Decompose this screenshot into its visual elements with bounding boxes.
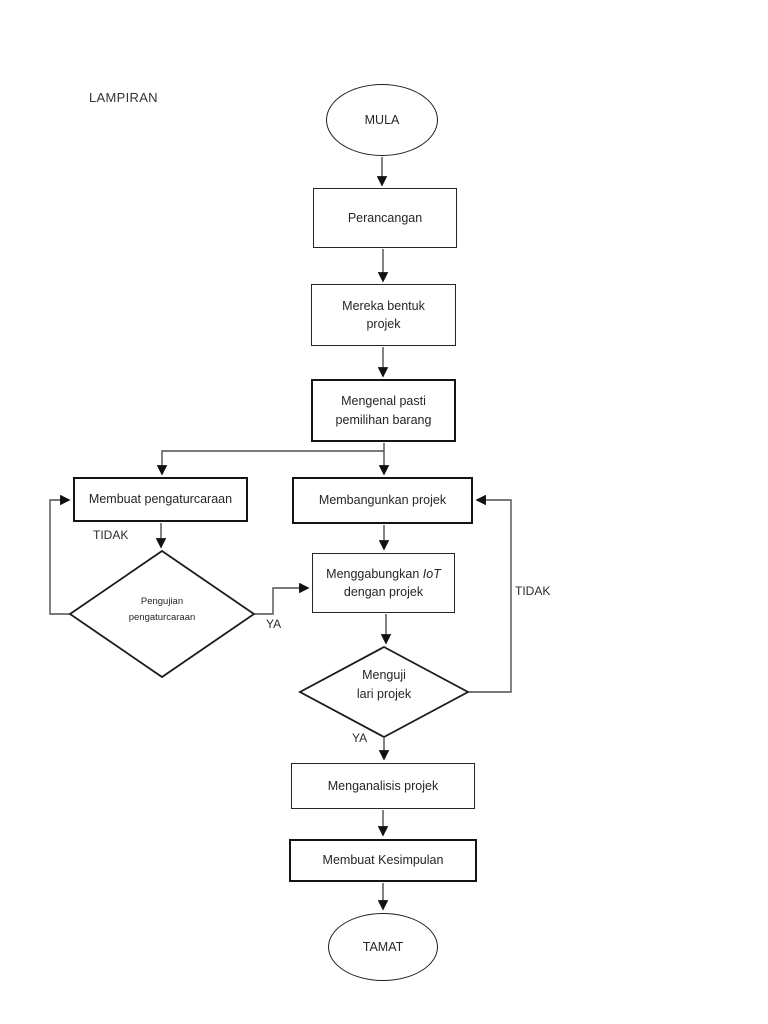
node-planning-label: Perancangan	[347, 210, 423, 225]
node-develop-label: Membangunkan projek	[318, 493, 447, 508]
decision-test-programming-label: Pengujian pengaturcaraan	[102, 594, 222, 626]
node-design-label-line2: projek	[366, 317, 401, 331]
node-identify: Mengenal pasti pemilihan barang	[311, 379, 456, 442]
decision-test-programming-line2: pengaturcaraan	[128, 612, 196, 624]
decision-test-programming-shape	[68, 549, 256, 679]
edge-label-programming-no: TIDAK	[93, 528, 129, 542]
node-programming: Membuat pengaturcaraan	[73, 477, 248, 522]
node-start-label: MULA	[364, 112, 400, 127]
node-develop: Membangunkan projek	[292, 477, 473, 524]
node-integrate-label-line2: dengan projek	[343, 585, 424, 599]
decision-test-run-shape	[298, 645, 470, 739]
edge-label-test-run-yes: YA	[352, 731, 368, 745]
node-programming-label: Membuat pengaturcaraan	[88, 492, 233, 507]
decision-test-run-line2: lari projek	[356, 686, 412, 701]
node-identify-label-line2: pemilihan barang	[335, 412, 432, 427]
annotation-lampiran: LAMPIRAN	[89, 90, 158, 105]
node-start-terminator: MULA	[326, 84, 438, 156]
edge-label-test-run-no: TIDAK	[515, 584, 551, 598]
edge-label-test-programming-yes: YA	[266, 617, 282, 631]
node-integrate-label-iot: IoT	[422, 566, 441, 581]
node-identify-label-line1: Mengenal pasti	[341, 394, 426, 409]
decision-test-run-label: Menguji lari projek	[324, 666, 444, 704]
connector-test-programming-no-loop	[49, 494, 71, 615]
connector-identify-to-programming	[156, 450, 384, 476]
node-design: Mereka bentuk projek	[311, 284, 456, 346]
node-end-label: TAMAT	[362, 939, 404, 954]
connector-test-programming-yes-to-integrate	[254, 582, 310, 615]
connector-test-run-no-loop	[468, 494, 512, 693]
node-design-label-line1: Mereka bentuk	[342, 298, 425, 313]
node-conclude: Membuat Kesimpulan	[289, 839, 477, 882]
node-end-terminator: TAMAT	[328, 913, 438, 981]
node-analyze-label: Menganalisis projek	[327, 778, 439, 793]
node-planning: Perancangan	[313, 188, 457, 248]
node-analyze: Menganalisis projek	[291, 763, 475, 809]
node-integrate-label-prefix: Menggabungkan	[326, 566, 423, 581]
decision-test-programming-line1: Pengujian	[140, 596, 184, 607]
node-conclude-label: Membuat Kesimpulan	[322, 853, 444, 868]
node-integrate: Menggabungkan IoT dengan projek	[312, 553, 455, 613]
decision-test-run-line1: Menguji	[362, 668, 406, 682]
node-integrate-label-line1: Menggabungkan IoT	[326, 565, 441, 583]
